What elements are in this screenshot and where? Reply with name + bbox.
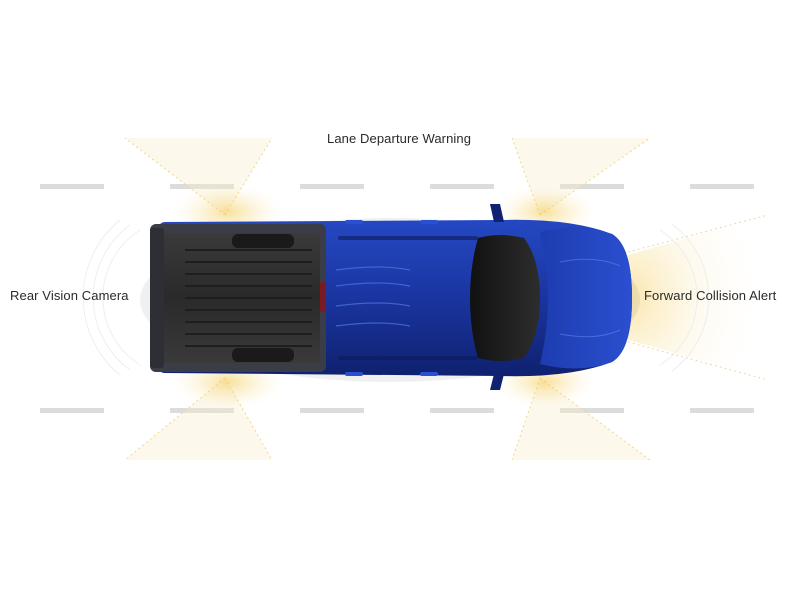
pickup-truck-top-view-icon xyxy=(150,204,632,390)
forward-collision-alert-beam xyxy=(627,214,769,381)
forward-collision-alert-label: Forward Collision Alert xyxy=(644,288,777,303)
sensor-arcs xyxy=(82,219,710,376)
rear-vision-camera-label: Rear Vision Camera xyxy=(10,288,129,303)
lane-departure-warning-label: Lane Departure Warning xyxy=(327,131,472,146)
